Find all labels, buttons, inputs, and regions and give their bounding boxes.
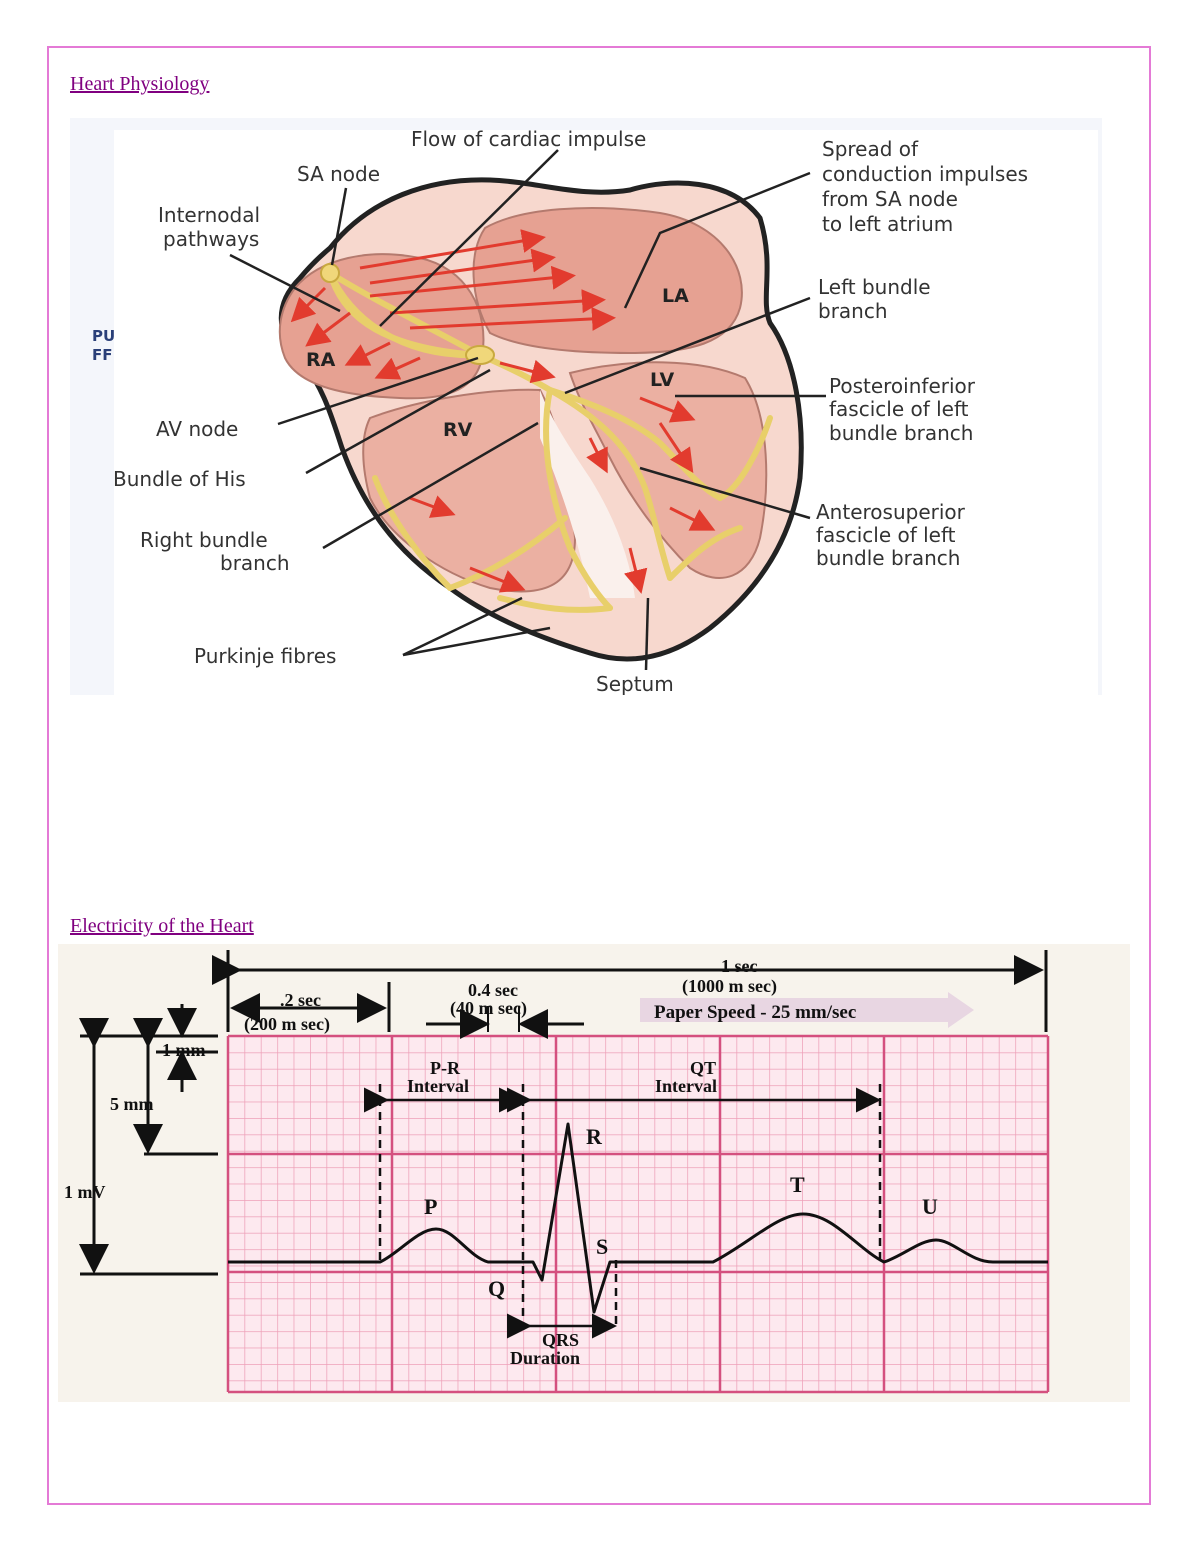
label-qt-1: QT <box>690 1058 716 1078</box>
label-flow: Flow of cardiac impulse <box>411 127 646 151</box>
label-qt-2: Interval <box>655 1076 717 1096</box>
ecg-trace <box>228 1122 1048 1314</box>
label-spread-4: to left atrium <box>822 212 953 236</box>
ecg-major-grid <box>226 1034 1050 1394</box>
label-lv: LV <box>650 369 674 391</box>
scale-markers <box>79 1004 218 1276</box>
label-la: LA <box>662 285 689 307</box>
label-wave-p: P <box>424 1194 437 1219</box>
page-border <box>47 46 1151 1505</box>
label-ra: RA <box>306 349 336 371</box>
label-1-mm: 1 mm <box>162 1040 206 1060</box>
label-left-bundle-1: Left bundle <box>818 275 931 299</box>
heart-conduction-diagram: PU FF <box>70 118 1102 695</box>
label-point2-sec: .2 sec <box>280 990 321 1010</box>
electricity-heading[interactable]: Electricity of the Heart <box>70 915 254 937</box>
label-1000-ms: (1000 m sec) <box>682 976 777 997</box>
label-40-ms: (40 m sec) <box>450 998 527 1019</box>
label-left-bundle-2: branch <box>818 299 888 323</box>
label-sa-node: SA node <box>297 162 380 186</box>
leader-lines <box>229 149 826 671</box>
label-paper-speed: Paper Speed - 25 mm/sec <box>654 1002 856 1023</box>
label-internodal-2: pathways <box>163 227 259 251</box>
label-right-bundle-1: Right bundle <box>140 528 268 552</box>
cut-label-2: FF <box>92 346 113 364</box>
label-spread-2: conduction impulses <box>822 162 1028 186</box>
label-1-mv: 1 mV <box>64 1182 106 1202</box>
label-wave-r: R <box>586 1124 603 1149</box>
label-wave-q: Q <box>488 1276 505 1301</box>
label-rv: RV <box>443 419 473 441</box>
label-postero-3: bundle branch <box>829 421 973 445</box>
label-purkinje: Purkinje fibres <box>194 644 336 668</box>
label-postero-1: Posteroinferior <box>829 374 976 398</box>
timing-markers <box>212 950 1048 1039</box>
label-antero-1: Anterosuperior <box>816 500 966 524</box>
label-5-mm: 5 mm <box>110 1094 154 1114</box>
paper-speed-arrow <box>640 992 974 1028</box>
label-wave-s: S <box>596 1234 608 1259</box>
label-right-bundle-2: branch <box>220 551 290 575</box>
label-200-ms: (200 m sec) <box>244 1014 330 1035</box>
label-pr-1: P-R <box>430 1058 461 1078</box>
ecg-diagram: 1 sec (1000 m sec) .2 sec (200 m sec) 0.… <box>58 944 1130 1402</box>
heart-physiology-heading[interactable]: Heart Physiology <box>70 73 210 95</box>
cut-label-1: PU <box>92 327 115 345</box>
impulse-arrows <box>290 229 716 594</box>
label-qrs-2: Duration <box>510 1348 580 1368</box>
label-av-node: AV node <box>156 417 238 441</box>
label-postero-2: fascicle of left <box>829 397 969 421</box>
label-1-sec: 1 sec <box>721 956 757 976</box>
septum-region <box>540 390 635 598</box>
label-point04-sec: 0.4 sec <box>468 980 518 1000</box>
sa-node <box>320 263 340 283</box>
label-antero-2: fascicle of left <box>816 523 956 547</box>
label-spread-1: Spread of <box>822 137 919 161</box>
interval-markers <box>364 1084 882 1339</box>
label-antero-3: bundle branch <box>816 546 960 570</box>
label-qrs-1: QRS <box>542 1330 579 1350</box>
label-wave-t: T <box>790 1172 805 1197</box>
label-internodal-1: Internodal <box>158 203 260 227</box>
label-septum: Septum <box>596 672 674 695</box>
right-ventricle <box>362 388 577 593</box>
label-spread-3: from SA node <box>822 187 958 211</box>
label-pr-2: Interval <box>407 1076 469 1096</box>
label-wave-u: U <box>922 1194 938 1219</box>
label-bundle-his: Bundle of His <box>113 467 246 491</box>
